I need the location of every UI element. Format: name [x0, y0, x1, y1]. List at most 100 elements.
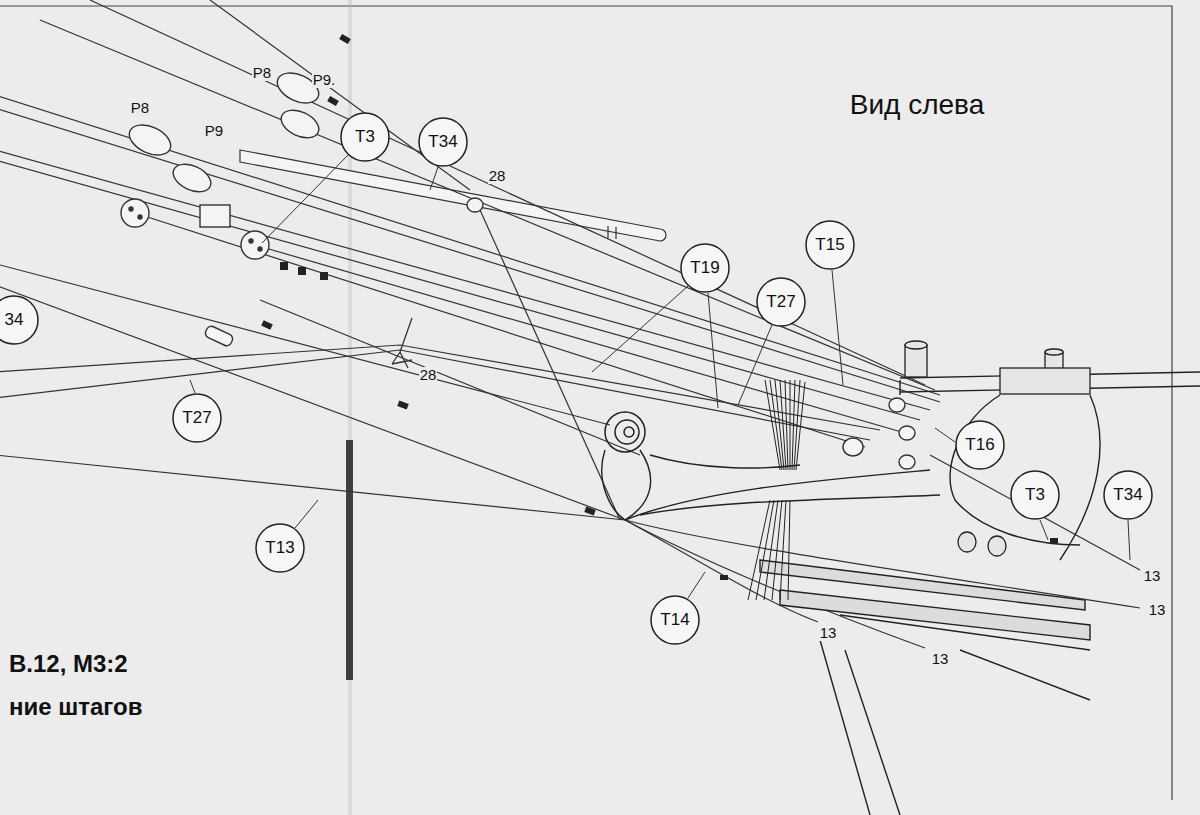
- callout-number: 28: [488, 168, 507, 185]
- callout-number: P9: [204, 123, 224, 140]
- rope: [480, 210, 620, 520]
- callout-outline: [806, 221, 854, 269]
- hull: [820, 640, 870, 815]
- bollard: [905, 341, 927, 349]
- callout-number: P8: [130, 100, 150, 117]
- callout-circle: T3: [1010, 470, 1060, 520]
- rope: [0, 345, 880, 430]
- seizing: [261, 320, 273, 330]
- seizing: [298, 267, 306, 275]
- rigging-block: [899, 455, 915, 469]
- rope: [90, 0, 925, 385]
- hull: [950, 395, 1080, 545]
- scroll: [605, 412, 645, 452]
- callout-number: ние штагов: [8, 694, 143, 720]
- callout-outline: [1104, 471, 1152, 519]
- hull: [602, 372, 1200, 815]
- bollard: [1045, 349, 1063, 355]
- callout-number: В.12, М3:2: [8, 651, 129, 677]
- hull: [960, 650, 1090, 700]
- callout-circle: T34: [418, 117, 468, 167]
- callout-circle: T3: [340, 112, 390, 162]
- callout-circle: T14: [650, 595, 700, 645]
- callout-outline: [757, 278, 805, 326]
- leader-line: [738, 325, 772, 405]
- scroll: [624, 427, 634, 437]
- callout-number: T27: [182, 409, 211, 428]
- seizing: [1050, 538, 1058, 543]
- hull: [840, 615, 1090, 650]
- callout-number: T27: [766, 293, 795, 312]
- callout-circle: T15: [805, 220, 855, 270]
- callout-number: T34: [1113, 486, 1142, 505]
- leader-line: [430, 167, 438, 190]
- callout-number: T34: [428, 133, 457, 152]
- spar: [608, 226, 616, 239]
- callout-number: T3: [355, 128, 375, 147]
- rigging-block: [121, 67, 915, 469]
- hull: [625, 470, 930, 520]
- callout-circle: T27: [172, 393, 222, 443]
- fairlead: [392, 318, 412, 368]
- callout-number: T16: [965, 436, 994, 455]
- seizing: [320, 272, 328, 280]
- rope: [260, 300, 640, 455]
- callout-number: 34: [5, 311, 24, 330]
- callout-outline: [651, 596, 699, 644]
- callout-circle: 34: [0, 295, 39, 345]
- callout-number: 13: [819, 625, 838, 642]
- callout-number: T3: [1025, 486, 1045, 505]
- hull: [899, 380, 900, 395]
- scroll: [605, 412, 645, 452]
- callout-outline: [419, 118, 467, 166]
- rigging-block: [889, 398, 905, 412]
- seizing: [397, 400, 408, 409]
- leader-line: [935, 428, 955, 442]
- rigging-block: [204, 325, 234, 348]
- rope: [0, 95, 940, 395]
- seizing: [720, 575, 728, 580]
- callout-outline: [956, 421, 1004, 469]
- rope: [0, 150, 930, 410]
- rope: [0, 265, 610, 425]
- rope: [0, 455, 625, 520]
- paper-frame: [0, 6, 1172, 800]
- rigging-block: [899, 426, 915, 440]
- callout-number: 13: [931, 651, 950, 668]
- rope: [625, 520, 1140, 608]
- rope: [0, 285, 625, 520]
- grating: [748, 500, 790, 600]
- callout-number: T19: [690, 259, 719, 278]
- copier-streak: [346, 440, 353, 680]
- rigging-block: [277, 105, 323, 144]
- callout-outline: [341, 113, 389, 161]
- seizing: [327, 96, 339, 106]
- rigging-block: [121, 199, 149, 227]
- seizing: [339, 34, 351, 44]
- callout-outline: [681, 244, 729, 292]
- bollard: [988, 536, 1006, 556]
- rigging-block: [129, 207, 133, 211]
- callout-outline: [1011, 471, 1059, 519]
- rigging-block: [249, 239, 253, 243]
- leader-line: [592, 286, 688, 372]
- callout-number: T14: [660, 611, 689, 630]
- grating: [765, 380, 805, 470]
- rigging-block: [125, 119, 176, 161]
- rope: [255, 245, 905, 433]
- rigging-block: [169, 159, 215, 198]
- callout-outline: [256, 524, 304, 572]
- bollard: [905, 345, 927, 377]
- callout-number: P9.: [312, 72, 337, 89]
- bollard: [1000, 368, 1090, 394]
- rigging-block: [138, 215, 142, 219]
- callout-outline: [0, 296, 38, 344]
- callout-circle: T19: [680, 243, 730, 293]
- rigging-block: [200, 205, 230, 227]
- callout-number: 13: [1143, 568, 1162, 585]
- callout-number: P8: [252, 65, 272, 82]
- seizing: [584, 506, 595, 515]
- rigging-block: [241, 231, 269, 259]
- rope: [0, 0, 1140, 648]
